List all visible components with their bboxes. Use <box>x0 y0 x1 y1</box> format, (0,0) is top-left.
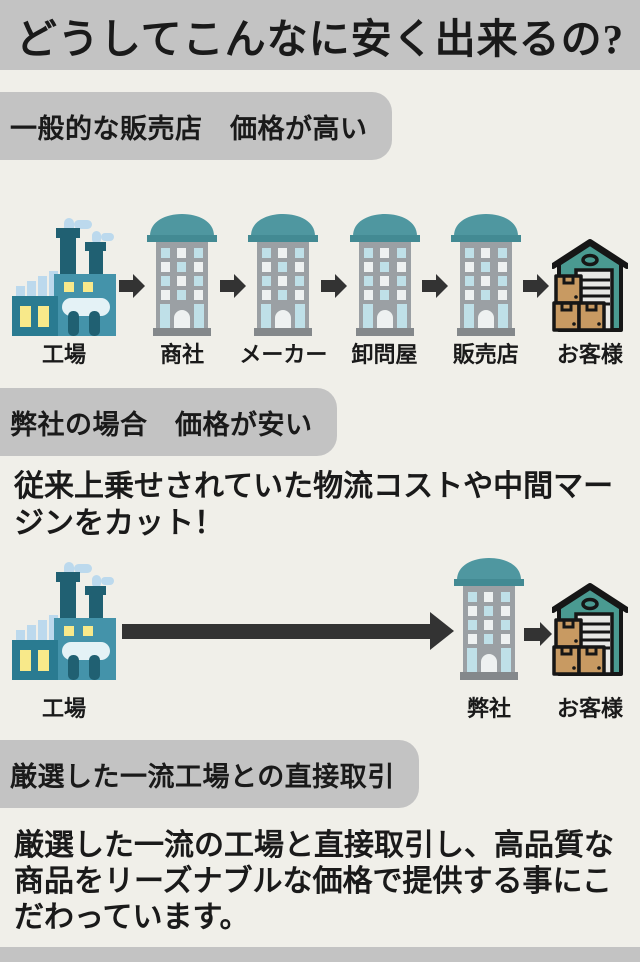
office-building-icon <box>454 558 524 680</box>
supply-chain-diagram-general: 工場 商社 <box>0 210 640 368</box>
flow-node-maker: メーカー <box>239 210 327 368</box>
bottom-divider-bar <box>0 947 640 962</box>
flow-label: お客様 <box>556 342 623 367</box>
office-building-icon <box>349 214 420 336</box>
section-label-general: 一般的な販売店 価格が高い <box>0 92 392 160</box>
flow-node-factory: 工場 <box>12 218 116 368</box>
factory-icon <box>12 562 116 680</box>
flow-label: 弊社 <box>466 696 511 721</box>
flow-node-trading-company: 商社 <box>147 210 218 368</box>
flow-node-customer: お客様 <box>551 236 628 368</box>
right-arrow-icon <box>320 274 347 298</box>
right-arrow-icon <box>523 274 550 298</box>
flow-node-retailer: 販売店 <box>450 210 521 368</box>
title-bar: どうしてこんなに安く出来るの? <box>0 0 640 70</box>
flow-node-wholesaler: 卸問屋 <box>349 210 420 368</box>
warehouse-boxes-icon <box>551 239 628 332</box>
flow-node-our-company: 弊社 <box>454 554 524 722</box>
page-title: どうしてこんなに安く出来るの? <box>15 16 625 62</box>
section-label-direct: 厳選した一流工場との直接取引 <box>0 740 419 808</box>
flow-node-factory: 工場 <box>12 562 116 722</box>
flow-label: お客様 <box>556 696 623 721</box>
right-arrow-icon <box>524 622 552 646</box>
right-arrow-icon <box>422 274 449 298</box>
flow-label: 工場 <box>41 696 86 721</box>
long-right-arrow-icon <box>116 612 454 650</box>
office-building-icon <box>450 214 521 336</box>
section-label-ours: 弊社の場合 価格が安い <box>0 388 337 456</box>
right-arrow-icon <box>219 274 246 298</box>
flow-label: 卸問屋 <box>351 342 418 367</box>
flow-label: 商社 <box>160 342 205 367</box>
flow-label: 販売店 <box>452 342 519 367</box>
flow-label: 工場 <box>41 342 86 367</box>
factory-icon <box>12 218 116 336</box>
flow-label: メーカー <box>239 342 328 367</box>
supply-chain-diagram-ours: 工場 弊社 <box>0 554 640 722</box>
flow-node-customer: お客様 <box>552 580 628 722</box>
direct-description: 厳選した一流の工場と直接取引し、高品質な商品をリーズナブルな価格で提供する事にこ… <box>14 829 614 934</box>
right-arrow-icon <box>118 274 145 298</box>
office-building-icon <box>147 214 218 336</box>
ours-description: 従来上乗せされていた物流コストや中間マージンをカット！ <box>14 470 614 540</box>
warehouse-boxes-icon <box>552 583 628 676</box>
office-building-icon <box>248 214 319 336</box>
